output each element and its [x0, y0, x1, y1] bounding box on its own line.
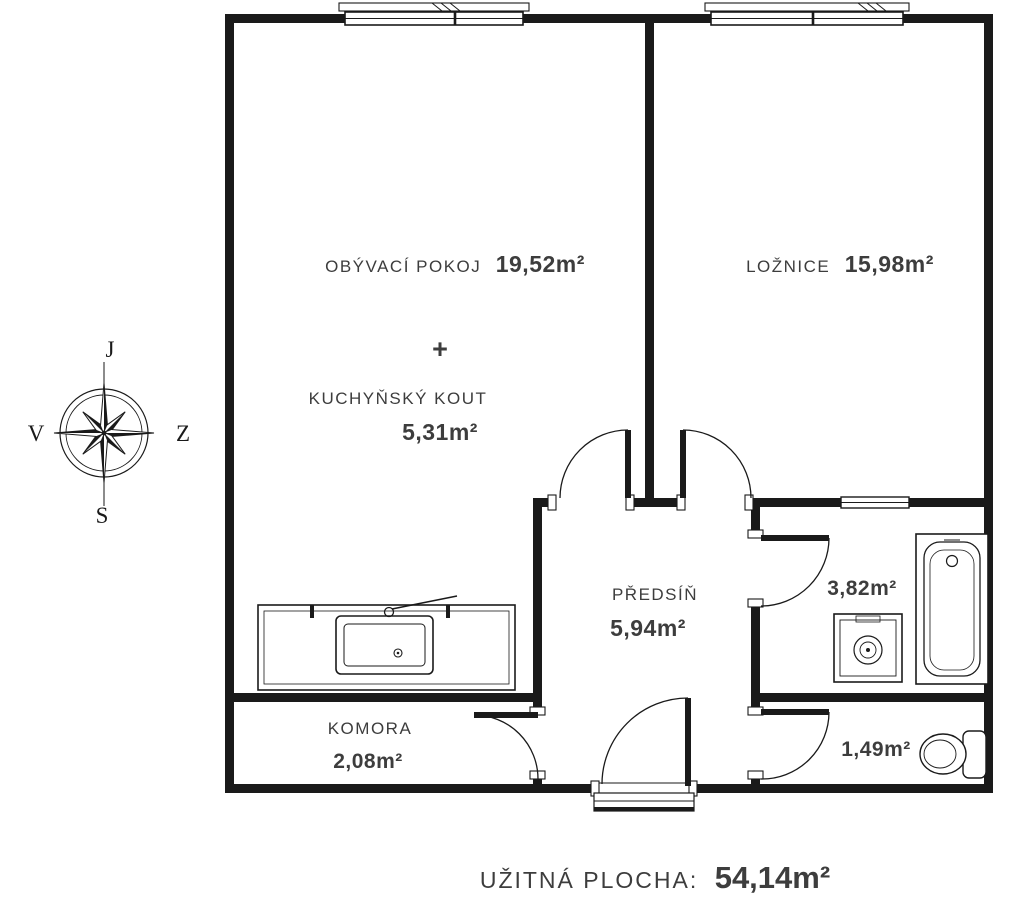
- footer-total-area: UŽITNÁ PLOCHA: 54,14m²: [480, 860, 830, 895]
- compass-letter-left: V: [28, 421, 45, 446]
- wc-area: 1,49m²: [841, 738, 911, 761]
- storage-label: KOMORA: [328, 719, 413, 738]
- bathtub: [915, 533, 989, 685]
- living-room-area: 19,52m²: [496, 251, 585, 277]
- compass-icon: [53, 362, 155, 506]
- bedroom-label: LOŽNICE 15,98m²: [746, 251, 934, 277]
- footer-label: UŽITNÁ PLOCHA:: [480, 867, 698, 893]
- washing-machine: [833, 613, 903, 683]
- bedroom-name: LOŽNICE: [746, 257, 830, 276]
- door-wc: [747, 706, 830, 780]
- compass-letter-bottom: S: [96, 503, 109, 528]
- hallway-label: PŘEDSÍŇ: [612, 585, 698, 604]
- compass-rose: J Z S V: [28, 337, 190, 528]
- hallway-area: 5,94m²: [610, 615, 686, 641]
- living-room-label: OBÝVACÍ POKOJ 19,52m²: [325, 251, 585, 277]
- bathroom-area: 3,82m²: [827, 577, 897, 600]
- door-entrance: [590, 697, 698, 797]
- compass-letter-right: Z: [176, 421, 190, 446]
- footer-value: 54,14m²: [715, 860, 830, 895]
- living-room-name: OBÝVACÍ POKOJ: [325, 257, 481, 276]
- door-storage: [473, 706, 546, 780]
- door-living: [547, 429, 635, 511]
- kitchen-area: 5,31m²: [402, 419, 478, 445]
- window-living: [338, 2, 530, 26]
- plus-sign: +: [432, 334, 448, 364]
- door-bathroom: [747, 529, 830, 608]
- toilet: [919, 730, 987, 779]
- kitchen-counter: [257, 595, 516, 691]
- bedroom-area: 15,98m²: [845, 251, 934, 277]
- window-bathroom: [840, 496, 910, 509]
- door-bedroom: [676, 429, 754, 511]
- window-bedroom: [704, 2, 910, 26]
- compass-letter-top: J: [106, 337, 115, 362]
- entrance-threshold: [593, 792, 695, 812]
- storage-area: 2,08m²: [333, 750, 403, 773]
- kitchen-label: KUCHYŇSKÝ KOUT: [309, 389, 488, 408]
- kitchen-sink: [335, 595, 458, 675]
